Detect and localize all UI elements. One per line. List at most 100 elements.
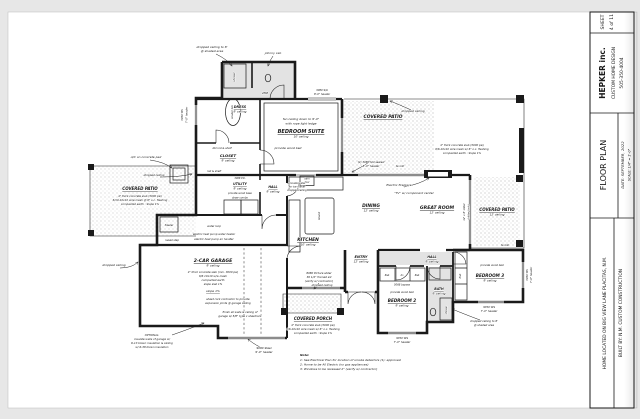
firm-subtitle: CUSTOM HOME DESIGN: [611, 47, 617, 99]
walls: [138, 60, 525, 340]
garage-joint-lines: [243, 248, 262, 336]
bedroom3-closet: [454, 251, 468, 301]
room-label: COVERED PATIO: [479, 207, 515, 212]
room-label: ENTRY: [355, 255, 368, 259]
room-ceiling-height: 10' ceiling: [294, 134, 309, 138]
plan-annotation: R-13 blown insulation & ceiling: [131, 341, 173, 345]
plan-annotation: A/C on concrete pad: [130, 155, 162, 159]
kitchen-counter-north: [288, 176, 344, 191]
plan-annotation: dryer combo: [232, 196, 248, 200]
firm-phone: 505-350-4004: [619, 57, 625, 88]
plan-annotation: R&S: [385, 274, 390, 277]
plan-annotation: compacted earth : Slope 1%: [121, 202, 160, 206]
room-ceiling-height: 12' ceiling: [364, 208, 379, 212]
plan-annotation: "TV" w/ component center: [394, 191, 434, 195]
firm-name: HEPKER inc.: [598, 47, 607, 99]
room-ceiling-height: 9' ceiling: [207, 263, 220, 267]
plan-annotation: freezer: [165, 223, 175, 227]
fireplace: [424, 170, 452, 178]
plan-annotation: barn: [304, 178, 310, 181]
plan-annotation: electric heat pump water heater: [193, 232, 236, 236]
plan-annotation: provide water: [288, 181, 306, 185]
plan-annotation: 2868: [262, 92, 269, 95]
plan-annotation: 3080 S/U: [316, 88, 328, 92]
plan-annotation: fan ceiling down to 9'-0": [283, 117, 320, 121]
dryer-box: [240, 199, 259, 215]
plan-annotation: soaker tub: [230, 105, 234, 119]
plan-annotation: fan bkt: [396, 165, 405, 168]
barn-door-box: [299, 175, 315, 186]
sheet-label: SHEET: [600, 14, 606, 29]
plan-annotation: provide wood bed: [480, 263, 504, 267]
plan-annotation: Note:: [300, 353, 309, 357]
plan-annotation: 4" thick concrete slab (3000 psi): [118, 194, 162, 198]
plan-annotation: @ shaded area: [474, 323, 495, 327]
room-ceiling-height: 10' ceiling: [301, 242, 316, 246]
plan-annotation: 1: See Electrical Plan for location of s…: [300, 358, 401, 362]
plan-annotation: 3050 WS: [525, 269, 529, 281]
plan-annotation: dn: [401, 274, 404, 277]
door-swings: [215, 84, 467, 305]
plan-annotation: water loop: [207, 224, 221, 228]
plan-annotation: 8'-0" header: [314, 92, 331, 96]
plan-annotation: Electric fireplace: [386, 183, 411, 187]
plan-annotation: provide wood base: [228, 191, 252, 195]
plan-annotation: 6/6 10x10 w/w mesh: [199, 274, 227, 278]
room-label: BEDROOM SUITE: [278, 129, 325, 135]
fixtures: [159, 63, 468, 336]
plan-annotation: (slider lock): [467, 204, 471, 219]
room-label: BEDROOM 3: [476, 273, 504, 278]
plan-annotation: 3050 WS: [396, 336, 408, 340]
room-label: GREAT ROOM: [420, 205, 455, 211]
plan-annotation: provide wood bed: [390, 290, 414, 294]
plan-annotation: shower: [232, 71, 236, 81]
plan-annotation: fan bkt: [501, 244, 510, 247]
freezer-box: [159, 216, 179, 233]
plan-annotation: dropped ceiling: [287, 188, 307, 192]
plan-annotation: 9080 Steel: [256, 346, 271, 350]
room-label: HALL: [427, 255, 436, 259]
room-ceiling-height: 9' ceiling: [426, 259, 439, 263]
room-ceiling-height: 12' ceiling: [354, 259, 369, 263]
room-label: HALL: [268, 185, 277, 189]
plan-annotation: garage w/ 5/8" type x sheetrock: [218, 314, 262, 318]
plan-annotation: 5068 bypass: [394, 283, 411, 287]
plan-annotation: 7'-0" header: [529, 266, 533, 283]
bedroom-suite-inner-line: [263, 102, 339, 172]
plan-annotation: 2: Home to be All Electric (no gas appli…: [300, 363, 369, 367]
plan-annotation: slope 1%: [206, 289, 220, 293]
master-shower: [223, 63, 247, 89]
plan-annotation: dropped ceiling to 8': [197, 45, 228, 49]
drawing-date: DATE: SEPTEMBER, 2022: [620, 141, 625, 189]
plan-annotation: 8080 Picture slider: [306, 271, 332, 275]
plan-annotation: 7'-0" header: [481, 309, 499, 313]
plan-annotation: raised step: [165, 238, 179, 242]
kitchen-island: [304, 197, 335, 235]
windows: [194, 97, 525, 340]
plan-annotation: 9'-0" header: [255, 350, 273, 354]
plan-annotation: w/ R-38 blown insulation: [135, 345, 168, 349]
sheet-number: 4 of 11: [609, 14, 615, 30]
plan-annotation: 7'-0" header: [394, 340, 412, 344]
plan-annotation: 7'-0" header: [185, 106, 189, 123]
bedroom2-closet: [379, 267, 426, 282]
plan-annotation: 3068 P.D.: [234, 177, 246, 180]
builder: BUILT BY: N.M. CUSTOM CONSTRUCTION: [618, 269, 624, 357]
room-ceiling-height: 9' ceiling: [396, 303, 409, 307]
toilet-icon: [264, 73, 272, 83]
room-ceiling-height: 9' ceiling: [433, 291, 446, 295]
drawing-title: FLOOR PLAN: [599, 140, 608, 190]
plan-annotation: compacted earth : Slope 1%: [294, 331, 333, 335]
room-ceiling-height: 12' ceiling: [490, 212, 505, 216]
plan-annotation: 3050 WS: [180, 109, 184, 121]
plan-annotation: provide wood bed: [274, 146, 302, 150]
toilet-icon: [429, 307, 437, 317]
plan-annotation: 6/6-10x10 wire mesh w/ 6" o.c. flashing: [286, 327, 340, 331]
room-ceiling-height: 12' ceiling: [430, 210, 445, 214]
plan-annotation: dropped ceiling: [144, 173, 165, 177]
plan-annotation: @ shaded area: [201, 49, 224, 53]
patio-posts: [88, 95, 524, 315]
room-ceiling-height: 9' ceiling: [234, 186, 247, 190]
